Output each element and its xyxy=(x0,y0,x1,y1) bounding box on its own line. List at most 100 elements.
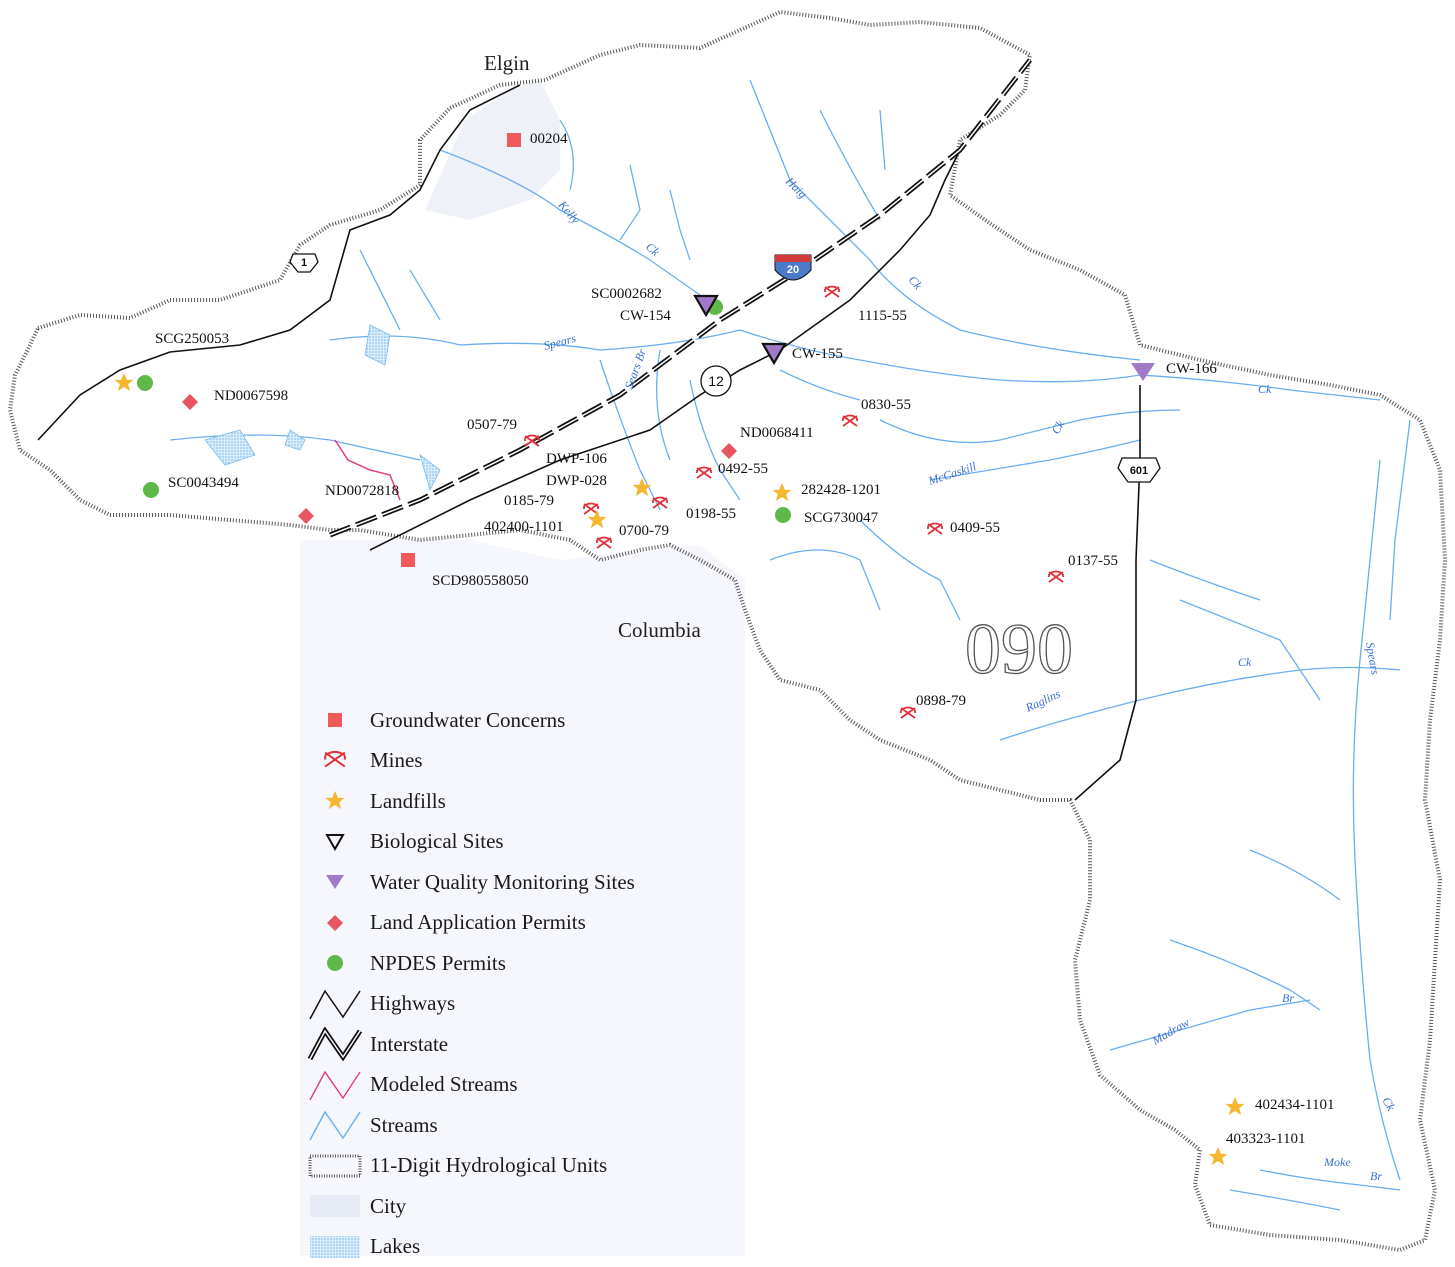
map-legend: Groundwater Concerns Mines Landfills Bio… xyxy=(300,700,720,1267)
hydro-unit-box-icon xyxy=(300,1148,370,1184)
svg-text:Raglins: Raglins xyxy=(1022,686,1062,715)
svg-text:402400-1101: 402400-1101 xyxy=(484,519,563,535)
svg-text:Madraw: Madraw xyxy=(1149,1015,1192,1048)
legend-label: Mines xyxy=(370,748,423,773)
city-area-elgin xyxy=(425,80,560,220)
lake-fill-icon xyxy=(300,1229,370,1265)
svg-text:0137-55: 0137-55 xyxy=(1068,553,1118,569)
legend-label: Streams xyxy=(370,1113,438,1138)
city-label-columbia: Columbia xyxy=(618,618,702,642)
svg-text:0830-55: 0830-55 xyxy=(861,397,911,413)
svg-text:1115-55: 1115-55 xyxy=(858,308,907,324)
legend-item-land-application: Land Application Permits xyxy=(300,903,720,944)
biological-triangle-icon xyxy=(300,824,370,860)
svg-text:SCD980558050: SCD980558050 xyxy=(432,573,529,589)
svg-text:SCG730047: SCG730047 xyxy=(804,510,879,526)
legend-label: Interstate xyxy=(370,1032,448,1057)
svg-text:Ck: Ck xyxy=(643,240,663,260)
water-quality-triangle-icon xyxy=(300,864,370,900)
svg-text:Ck: Ck xyxy=(1048,417,1067,436)
svg-text:Kelly: Kelly xyxy=(555,197,583,227)
legend-item-landfills: Landfills xyxy=(300,781,720,822)
legend-item-modeled-streams: Modeled Streams xyxy=(300,1065,720,1106)
legend-label: NPDES Permits xyxy=(370,951,506,976)
svg-text:ND0067598: ND0067598 xyxy=(214,388,288,404)
legend-label: Landfills xyxy=(370,789,446,814)
svg-text:20: 20 xyxy=(787,264,799,276)
svg-text:Ck: Ck xyxy=(1379,1095,1398,1114)
npdes-circle-icon xyxy=(300,945,370,981)
svg-text:SCG250053: SCG250053 xyxy=(155,331,229,347)
legend-item-water-quality: Water Quality Monitoring Sites xyxy=(300,862,720,903)
svg-text:0409-55: 0409-55 xyxy=(950,520,1000,536)
legend-item-groundwater: Groundwater Concerns xyxy=(300,700,720,741)
svg-text:Moke: Moke xyxy=(1323,1155,1351,1169)
i20-shield: 20 xyxy=(775,255,811,280)
svg-text:0898-79: 0898-79 xyxy=(916,693,966,709)
legend-label: 11-Digit Hydrological Units xyxy=(370,1153,607,1178)
svg-text:CW-154: CW-154 xyxy=(620,308,671,324)
svg-text:0198-55: 0198-55 xyxy=(686,506,736,522)
modeled-stream-line-icon xyxy=(300,1067,370,1103)
svg-text:SC0002682: SC0002682 xyxy=(591,286,662,302)
svg-text:CW-155: CW-155 xyxy=(792,346,843,362)
svg-text:ND0072818: ND0072818 xyxy=(325,483,399,499)
mine-pick-icon xyxy=(300,743,370,779)
legend-item-biological: Biological Sites xyxy=(300,822,720,863)
legend-label: City xyxy=(370,1194,406,1219)
legend-label: Land Application Permits xyxy=(370,910,586,935)
svg-text:Br: Br xyxy=(1282,991,1294,1005)
groundwater-square-icon xyxy=(300,702,370,738)
legend-label: Biological Sites xyxy=(370,829,504,854)
stream-line-icon xyxy=(300,1107,370,1143)
svg-text:Sears Br: Sears Br xyxy=(622,347,650,391)
svg-text:Spears: Spears xyxy=(542,331,577,353)
water-quality-marker xyxy=(1131,363,1155,381)
legend-item-npdes: NPDES Permits xyxy=(300,943,720,984)
svg-text:00204: 00204 xyxy=(530,131,568,147)
lakes xyxy=(205,325,440,490)
hydrologic-unit-label: 090 xyxy=(965,609,1073,689)
svg-text:DWP-028: DWP-028 xyxy=(546,473,607,489)
interstate-i20 xyxy=(330,60,1030,535)
svg-text:Br: Br xyxy=(1370,1169,1382,1183)
legend-item-streams: Streams xyxy=(300,1105,720,1146)
svg-text:Haig: Haig xyxy=(782,174,810,202)
svg-text:SC0043494: SC0043494 xyxy=(168,475,239,491)
svg-text:282428-1201: 282428-1201 xyxy=(801,482,881,498)
svg-text:402434-1101: 402434-1101 xyxy=(1255,1097,1334,1113)
svg-text:403323-1101: 403323-1101 xyxy=(1226,1131,1305,1147)
svg-text:Ck: Ck xyxy=(1238,655,1252,669)
svg-text:Spears: Spears xyxy=(1363,641,1383,676)
legend-label: Water Quality Monitoring Sites xyxy=(370,870,635,895)
legend-item-highways: Highways xyxy=(300,984,720,1025)
legend-item-city: City xyxy=(300,1186,720,1227)
landfill-star-icon xyxy=(300,783,370,819)
legend-item-hydro-units: 11-Digit Hydrological Units xyxy=(300,1146,720,1187)
legend-item-interstate: Interstate xyxy=(300,1024,720,1065)
svg-text:CW-166: CW-166 xyxy=(1166,361,1217,377)
land-application-diamond-icon xyxy=(300,905,370,941)
highway-line-icon xyxy=(300,986,370,1022)
city-fill-icon xyxy=(300,1188,370,1224)
svg-text:ND0068411: ND0068411 xyxy=(740,425,814,441)
us1-shield: 1 xyxy=(290,254,318,272)
svg-text:0507-79: 0507-79 xyxy=(467,417,517,433)
svg-text:0185-79: 0185-79 xyxy=(504,493,554,509)
svg-text:McCaskill: McCaskill xyxy=(926,459,979,488)
svg-text:Ck: Ck xyxy=(1258,382,1272,396)
svg-text:0492-55: 0492-55 xyxy=(718,461,768,477)
legend-label: Groundwater Concerns xyxy=(370,708,565,733)
svg-text:601: 601 xyxy=(1130,465,1148,477)
svg-text:1: 1 xyxy=(301,257,307,269)
interstate-line-icon xyxy=(300,1026,370,1062)
svg-text:0700-79: 0700-79 xyxy=(619,523,669,539)
city-label-elgin: Elgin xyxy=(484,51,530,75)
legend-label: Highways xyxy=(370,991,455,1016)
svg-text:DWP-106: DWP-106 xyxy=(546,451,607,467)
us601-shield: 601 xyxy=(1118,458,1160,482)
legend-item-lakes: Lakes xyxy=(300,1227,720,1267)
legend-label: Modeled Streams xyxy=(370,1072,518,1097)
svg-text:Ck: Ck xyxy=(906,273,926,293)
